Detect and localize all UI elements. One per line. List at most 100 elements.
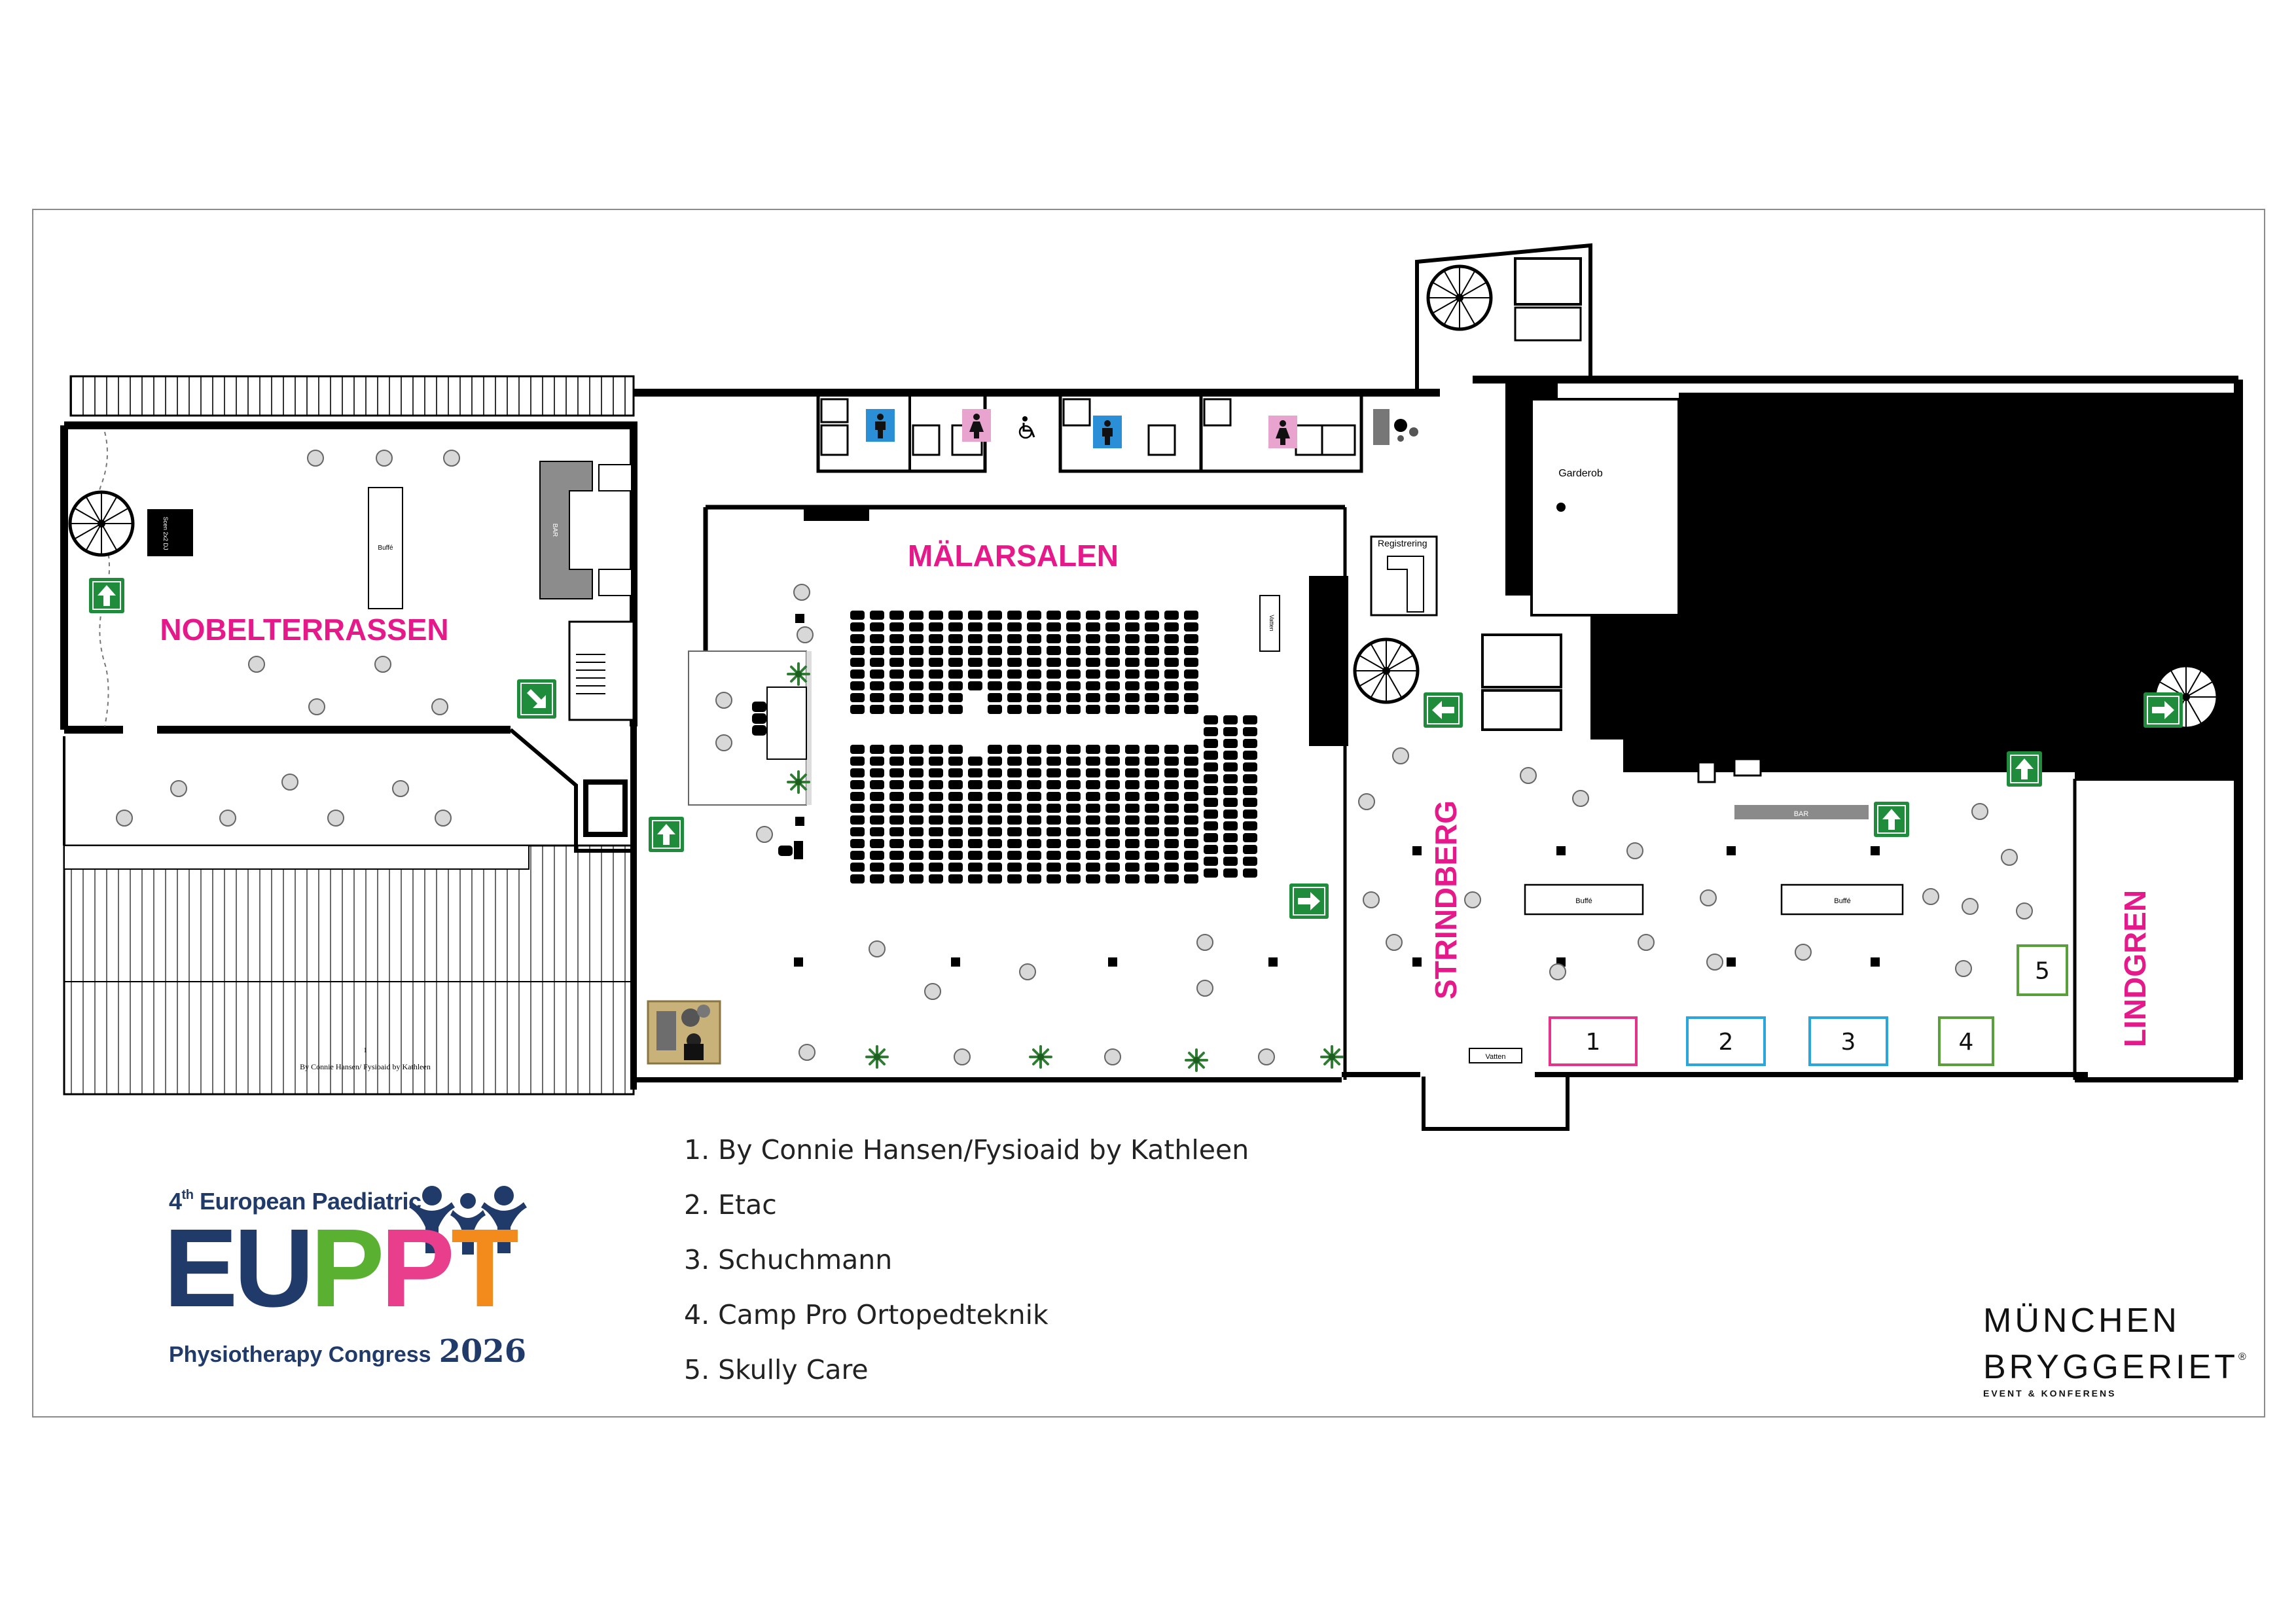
audience-seat — [1027, 634, 1041, 643]
audience-seat — [909, 827, 924, 836]
plant-icon — [787, 770, 810, 794]
audience-seat — [1145, 780, 1159, 789]
audience-seat — [948, 863, 963, 872]
buffet-label: Buffé — [1575, 897, 1592, 905]
audience-seat — [1223, 821, 1238, 830]
audience-seat — [968, 768, 982, 777]
audience-seat — [909, 863, 924, 872]
audience-seat — [909, 658, 924, 667]
audience-seat — [1027, 669, 1041, 679]
audience-seat — [1223, 868, 1238, 878]
audience-seat — [948, 681, 963, 690]
audience-seat — [1105, 874, 1120, 883]
audience-seat — [909, 634, 924, 643]
audience-seat — [1204, 739, 1218, 748]
audience-seat — [1066, 804, 1081, 813]
audience-seat — [1184, 863, 1198, 872]
audience-seat — [1184, 874, 1198, 883]
audience-seat — [1184, 622, 1198, 632]
audience-seat — [1066, 681, 1081, 690]
audience-seat — [909, 745, 924, 754]
exit-arrow-right-icon — [1289, 883, 1329, 919]
audience-seat — [948, 757, 963, 766]
audience-seat — [909, 646, 924, 655]
audience-seat — [1184, 634, 1198, 643]
audience-seat — [1184, 745, 1198, 754]
audience-seat — [929, 634, 943, 643]
audience-seat — [1184, 658, 1198, 667]
audience-seat — [968, 646, 982, 655]
audience-seat — [1145, 851, 1159, 860]
audience-seat — [929, 827, 943, 836]
audience-seat — [870, 658, 884, 667]
exit-arrow-right-icon — [2143, 692, 2183, 728]
audience-seat — [850, 705, 865, 714]
audience-seat — [1223, 845, 1238, 854]
audience-seat — [1125, 611, 1139, 620]
audience-seat — [1027, 780, 1041, 789]
dj-stage-label: Scen 2x2 DJ — [162, 516, 169, 550]
audience-seat — [1007, 693, 1022, 702]
audience-seat — [870, 874, 884, 883]
audience-seat — [1066, 851, 1081, 860]
audience-seat — [909, 768, 924, 777]
audience-seat — [1184, 611, 1198, 620]
audience-seat — [1086, 851, 1100, 860]
audience-seat — [1145, 839, 1159, 848]
garderob-label: Garderob — [1558, 468, 1603, 479]
audience-seat — [929, 851, 943, 860]
audience-seat — [1125, 851, 1139, 860]
audience-seat — [1007, 681, 1022, 690]
munchen-bryggeriet-logo: MÜNCHEN BRYGGERIET® EVENT & KONFERENS — [1983, 1302, 2250, 1399]
audience-seat — [909, 669, 924, 679]
audience-seat — [1164, 792, 1179, 801]
spiral-stair-icon — [1428, 266, 1491, 329]
audience-seat — [1125, 658, 1139, 667]
audience-seat — [988, 874, 1002, 883]
audience-seat — [929, 839, 943, 848]
audience-seat — [1086, 815, 1100, 825]
audience-seat — [1027, 622, 1041, 632]
audience-seat — [929, 874, 943, 883]
audience-seat — [1125, 839, 1139, 848]
audience-seat — [1105, 634, 1120, 643]
audience-seat — [929, 745, 943, 754]
audience-seat — [889, 780, 904, 789]
logo-wordmark: EUPPT — [164, 1206, 519, 1330]
exit-arrow-up-icon — [648, 816, 685, 853]
audience-seat — [850, 863, 865, 872]
audience-seat — [1184, 646, 1198, 655]
audience-seat — [988, 622, 1002, 632]
audience-seat — [988, 792, 1002, 801]
audience-seat — [948, 768, 963, 777]
audience-seat — [1164, 693, 1179, 702]
audience-seat — [1223, 833, 1238, 842]
audience-seat — [1164, 634, 1179, 643]
stand-number-2: 2 — [1719, 1029, 1734, 1056]
audience-seat — [1145, 658, 1159, 667]
audience-seat — [1145, 792, 1159, 801]
audience-seat — [1164, 745, 1179, 754]
room-label-nobelterrassen: NOBELTERRASSEN — [160, 613, 448, 647]
audience-seat — [1086, 705, 1100, 714]
audience-seat — [870, 827, 884, 836]
euppt-logo: 4th European Paediatric EUPPT Physiother… — [164, 1186, 530, 1384]
audience-seat — [1125, 669, 1139, 679]
audience-seat — [1164, 768, 1179, 777]
audience-seat — [889, 634, 904, 643]
audience-seat — [1204, 798, 1218, 807]
audience-seat — [968, 874, 982, 883]
audience-seat — [1125, 622, 1139, 632]
audience-seat — [1066, 745, 1081, 754]
audience-seat — [988, 611, 1002, 620]
audience-seat — [850, 611, 865, 620]
audience-seat — [1204, 857, 1218, 866]
audience-seat — [870, 768, 884, 777]
wc-women-icon — [962, 409, 991, 442]
audience-seat — [1184, 693, 1198, 702]
audience-seat — [889, 851, 904, 860]
wc-men-icon — [1093, 416, 1122, 448]
audience-seat — [929, 611, 943, 620]
